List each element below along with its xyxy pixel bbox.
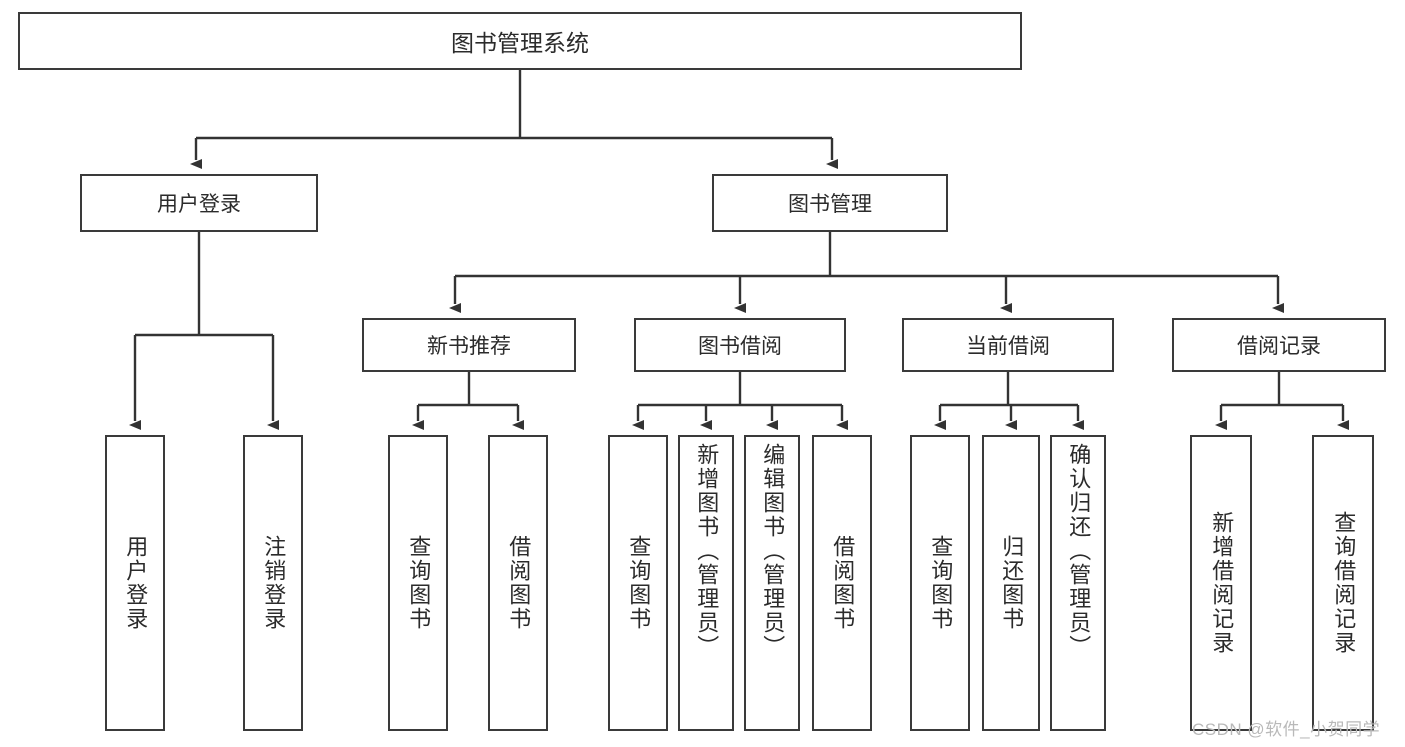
- node-leaf-add-record[interactable]: 新增借阅记录: [1190, 435, 1252, 731]
- node-leaf-user-login-label: 用户登录: [123, 535, 149, 631]
- node-new-book-rec-label: 新书推荐: [427, 335, 511, 358]
- node-leaf-add-book-label: 新增图书（管理员）: [694, 443, 720, 659]
- node-leaf-add-record-label: 新增借阅记录: [1209, 511, 1235, 655]
- node-leaf-query-book-1-label: 查询图书: [406, 535, 432, 631]
- node-leaf-user-logout[interactable]: 注销登录: [243, 435, 303, 731]
- node-leaf-borrow-book-1-label: 借阅图书: [506, 535, 532, 631]
- node-user-login[interactable]: 用户登录: [80, 174, 318, 232]
- node-leaf-query-record-label: 查询借阅记录: [1331, 511, 1357, 655]
- node-leaf-borrow-book-2-label: 借阅图书: [830, 535, 856, 631]
- node-leaf-query-book-2-label: 查询图书: [626, 535, 652, 631]
- node-leaf-borrow-book-1[interactable]: 借阅图书: [488, 435, 548, 731]
- node-book-borrow-label: 图书借阅: [698, 335, 782, 358]
- node-root[interactable]: 图书管理系统: [18, 12, 1022, 70]
- node-leaf-query-record[interactable]: 查询借阅记录: [1312, 435, 1374, 731]
- node-leaf-user-logout-label: 注销登录: [261, 535, 287, 631]
- node-book-manage-label: 图书管理: [788, 193, 872, 216]
- node-leaf-return-book-label: 归还图书: [999, 535, 1025, 631]
- node-leaf-query-book-3-label: 查询图书: [928, 535, 954, 631]
- node-book-borrow[interactable]: 图书借阅: [634, 318, 846, 372]
- node-leaf-edit-book-label: 编辑图书（管理员）: [760, 443, 786, 659]
- watermark: CSDN @软件_小贺同学: [1192, 720, 1381, 739]
- node-leaf-query-book-2[interactable]: 查询图书: [608, 435, 668, 731]
- node-new-book-rec[interactable]: 新书推荐: [362, 318, 576, 372]
- node-leaf-query-book-3[interactable]: 查询图书: [910, 435, 970, 731]
- node-root-label: 图书管理系统: [451, 30, 589, 56]
- node-current-borrow[interactable]: 当前借阅: [902, 318, 1114, 372]
- node-leaf-return-book[interactable]: 归还图书: [982, 435, 1040, 731]
- node-leaf-confirm-return[interactable]: 确认归还（管理员）: [1050, 435, 1106, 731]
- node-leaf-confirm-return-label: 确认归还（管理员）: [1066, 443, 1092, 659]
- node-user-login-label: 用户登录: [157, 193, 241, 216]
- node-book-manage[interactable]: 图书管理: [712, 174, 948, 232]
- node-leaf-borrow-book-2[interactable]: 借阅图书: [812, 435, 872, 731]
- node-borrow-record-label: 借阅记录: [1237, 335, 1321, 358]
- node-leaf-user-login[interactable]: 用户登录: [105, 435, 165, 731]
- node-leaf-add-book[interactable]: 新增图书（管理员）: [678, 435, 734, 731]
- node-current-borrow-label: 当前借阅: [966, 335, 1050, 358]
- node-leaf-edit-book[interactable]: 编辑图书（管理员）: [744, 435, 800, 731]
- node-leaf-query-book-1[interactable]: 查询图书: [388, 435, 448, 731]
- node-borrow-record[interactable]: 借阅记录: [1172, 318, 1386, 372]
